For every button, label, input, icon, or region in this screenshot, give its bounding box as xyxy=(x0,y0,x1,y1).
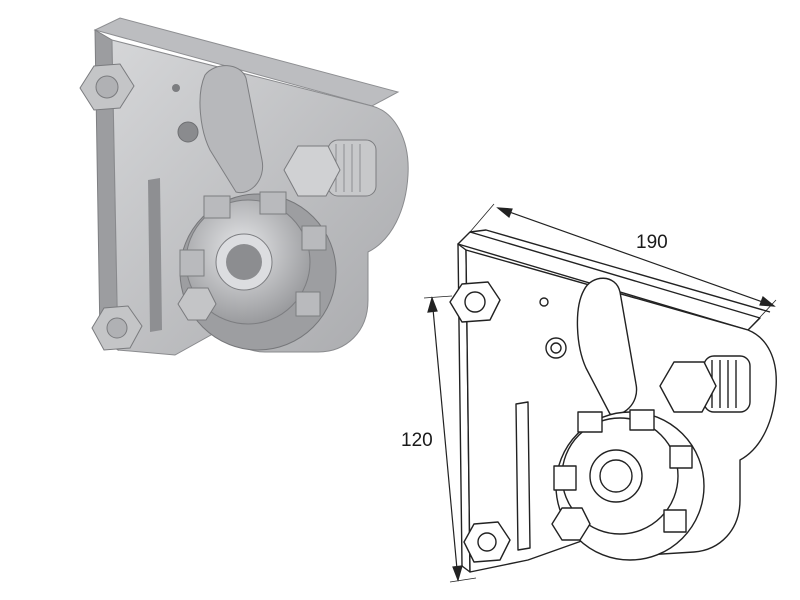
width-arrow-start xyxy=(496,207,513,218)
line-tension-nut xyxy=(659,355,751,413)
height-dimension-line xyxy=(431,297,459,581)
ratchet-gear xyxy=(179,191,337,351)
line-flange-edge xyxy=(469,229,771,313)
line-plate-slot xyxy=(515,401,531,551)
line-upper-bolt xyxy=(449,281,501,323)
lower-bolt xyxy=(91,305,143,351)
width-dimension-label: 190 xyxy=(636,232,668,253)
tension-nut xyxy=(283,139,377,197)
width-dimension-line xyxy=(497,207,775,307)
upper-bolt xyxy=(79,63,135,111)
line-small-hole xyxy=(539,297,549,307)
line-gear-bolt xyxy=(551,507,591,541)
pawl-lever xyxy=(199,65,264,194)
gear-bolt xyxy=(177,287,217,321)
line-ratchet-gear xyxy=(553,409,705,561)
top-flange xyxy=(93,17,400,107)
plate-slot xyxy=(148,178,162,332)
width-arrow-end xyxy=(759,296,776,307)
small-hole xyxy=(172,84,180,92)
line-lower-bolt xyxy=(463,521,511,563)
height-arrow-end xyxy=(452,565,463,582)
threaded-hole xyxy=(177,121,199,143)
line-threaded-hole xyxy=(545,337,567,359)
height-arrow-start xyxy=(427,296,438,313)
height-dimension-label: 120 xyxy=(401,430,433,451)
